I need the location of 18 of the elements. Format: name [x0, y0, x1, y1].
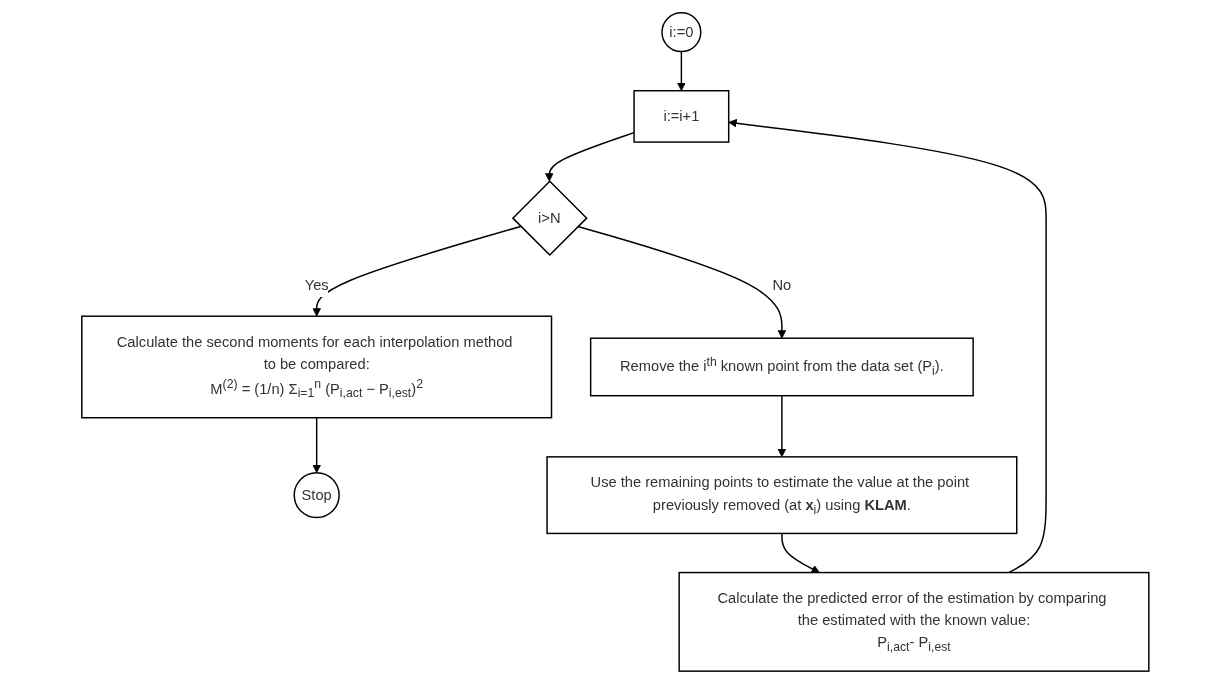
arrow [545, 131, 635, 182]
node-box: Calculate the second moments for each interpolation method to be compared: M$^{(2)}$ = (1/n) Σ$_{i=1}$$^{n}$ (P$_{i,act}$ − P$_{i,est}$)$^{2}$ [81, 315, 553, 419]
arrow [677, 50, 686, 92]
arrow [728, 118, 1047, 574]
arrow [312, 225, 522, 317]
edge-label: No [772, 276, 792, 294]
node-box: Remove the i$^{th}$ known point from the data set (P$_{i}$). [590, 337, 975, 397]
arrow [777, 394, 787, 458]
arrow [577, 225, 787, 339]
node-diamond: i>N [512, 180, 588, 257]
arrow [781, 532, 820, 573]
edge-label: Yes [304, 276, 329, 294]
node-box: Use the remaining points to estimate the value at the point previously removed (at x$_{i}$) using KLAM. [546, 456, 1018, 535]
node-circle: Stop [293, 471, 340, 519]
node-box: i:=i+1 [633, 90, 730, 143]
arrow [312, 417, 322, 474]
node-circle: i:=0 [661, 12, 702, 53]
node-box: Calculate the predicted error of the estimation by comparing the estimated with the known value: P$_{i,act}$- P$_{i,est}$ [678, 571, 1150, 672]
